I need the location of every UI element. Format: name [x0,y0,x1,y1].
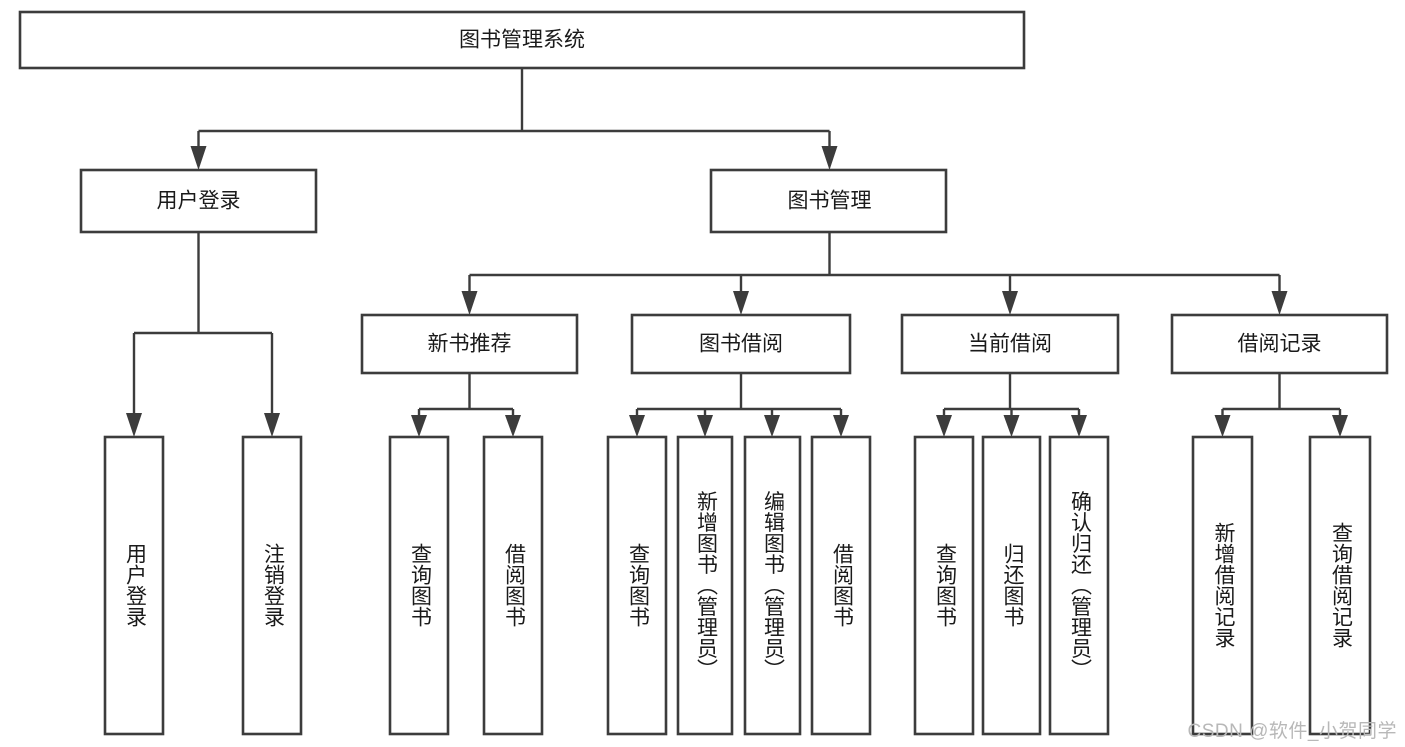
node-box-shape [388,435,450,736]
node-box-shape [630,313,852,375]
node-box-shape [1170,313,1389,375]
node-label: 新书推荐 [428,333,512,356]
connector-group-book-borrow [629,373,849,437]
arrow-head-icon [1071,415,1087,437]
node-book-borrow[interactable]: 图书借阅 [630,313,852,375]
arrow-head-icon [733,291,749,315]
node-box-shape [900,313,1120,375]
node-label: 用户登录 [123,543,147,627]
node-label: 借阅图书 [502,543,526,627]
node-leaf-user-login[interactable]: 用户登录 [103,435,165,736]
node-box-shape [79,168,318,234]
node-box-shape [241,435,303,736]
node-box-shape [743,435,802,736]
arrow-head-icon [1214,415,1231,437]
node-box-shape [1191,435,1254,736]
node-leaf-edit-book[interactable]: 编辑图书（管理员） [743,435,802,736]
arrow-head-icon [190,146,207,170]
node-box-shape [360,313,579,375]
node-label: 归还图书 [1001,543,1025,627]
arrow-head-icon [505,415,521,437]
arrow-head-icon [764,415,780,437]
connector-group-user-login [126,232,280,437]
arrow-head-icon [821,146,838,170]
connector-group-current-borrow [936,373,1087,437]
node-system-title[interactable]: 图书管理系统 [18,10,1026,70]
node-user-login[interactable]: 用户登录 [79,168,318,234]
node-book-manage[interactable]: 图书管理 [709,168,948,234]
connector-group-book-manage [461,232,1288,315]
node-leaf-query-record[interactable]: 查询借阅记录 [1308,435,1372,736]
node-leaf-add-record[interactable]: 新增借阅记录 [1191,435,1254,736]
node-label: 查询图书 [408,543,432,627]
arrow-head-icon [936,415,952,437]
node-box-shape [676,435,734,736]
node-label: 图书管理 [788,190,872,213]
node-new-book-rec[interactable]: 新书推荐 [360,313,579,375]
arrow-head-icon [629,415,645,437]
node-box-shape [103,435,165,736]
arrow-head-icon [126,413,142,437]
node-leaf-add-book[interactable]: 新增图书（管理员） [676,435,734,736]
node-label: 借阅记录 [1238,333,1322,356]
arrow-head-icon [697,415,713,437]
connector-group-borrow-record [1214,373,1348,437]
node-leaf-query-book-1[interactable]: 查询图书 [388,435,450,736]
node-box-shape [913,435,975,736]
node-current-borrow[interactable]: 当前借阅 [900,313,1120,375]
node-label: 新增借阅记录 [1212,522,1236,648]
node-box-shape [606,435,668,736]
node-label: 图书管理系统 [459,29,585,52]
connector-group-root [190,68,838,170]
arrow-head-icon [1002,291,1018,315]
node-label: 确认归还（管理员） [1068,491,1092,680]
node-label: 新增图书（管理员） [694,491,718,680]
node-borrow-record[interactable]: 借阅记录 [1170,313,1389,375]
node-leaf-borrow-book-1[interactable]: 借阅图书 [482,435,544,736]
node-box-shape [810,435,872,736]
node-box-shape [482,435,544,736]
node-label: 编辑图书（管理员） [761,491,785,680]
arrow-head-icon [1332,415,1348,437]
arrow-head-icon [833,415,849,437]
arrow-head-icon [1271,291,1288,315]
arrow-head-icon [264,413,280,437]
watermark-text: CSDN @软件_小贺同学 [1187,721,1397,742]
node-box-shape [1048,435,1110,736]
node-leaf-borrow-book-2[interactable]: 借阅图书 [810,435,872,736]
node-label: 注销登录 [261,543,285,627]
node-label: 图书借阅 [699,333,783,356]
node-box-shape [981,435,1042,736]
arrow-head-icon [411,415,427,437]
arrow-head-icon [461,291,478,315]
node-leaf-logout[interactable]: 注销登录 [241,435,303,736]
node-box-shape [18,10,1026,70]
node-leaf-return-book[interactable]: 归还图书 [981,435,1042,736]
node-label: 查询借阅记录 [1329,522,1353,648]
node-leaf-confirm-return[interactable]: 确认归还（管理员） [1048,435,1110,736]
node-box-shape [1308,435,1372,736]
node-label: 用户登录 [157,190,241,213]
node-box-shape [709,168,948,234]
node-label: 查询图书 [626,543,650,627]
node-leaf-query-book-3[interactable]: 查询图书 [913,435,975,736]
arrow-head-icon [1003,415,1020,437]
node-label: 借阅图书 [830,543,854,627]
node-label: 当前借阅 [968,333,1052,356]
node-label: 查询图书 [933,543,957,627]
node-leaf-query-book-2[interactable]: 查询图书 [606,435,668,736]
connector-group-new-book-rec [411,373,521,437]
